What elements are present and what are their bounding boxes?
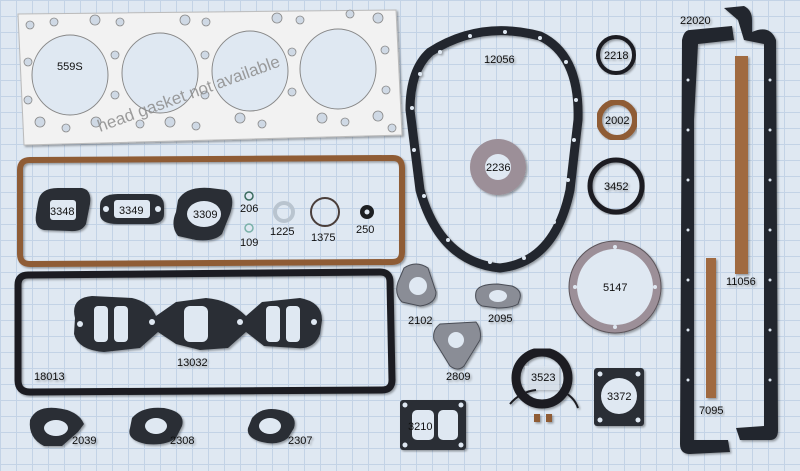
label-3452: 3452 — [604, 181, 628, 193]
seal-2218: 2218 — [596, 35, 636, 75]
label-2039: 2039 — [72, 435, 96, 447]
label-3309: 3309 — [193, 209, 217, 221]
exhaust-manifold-gasket: 13032 — [74, 296, 322, 369]
label-3210: 3210 — [408, 421, 432, 433]
head-gasket-label: 559S — [57, 61, 83, 73]
valve-cover-gasket — [17, 154, 405, 268]
label-2308: 2308 — [170, 435, 194, 447]
gasket-3210: 3210 — [400, 400, 466, 450]
gasket-3348: 3348 — [35, 188, 91, 232]
label-2095: 2095 — [488, 313, 512, 325]
label-109: 109 — [240, 237, 258, 249]
gasket-3372: 3372 — [594, 368, 644, 426]
cork-strip-7095: 7095 — [699, 258, 723, 417]
intake-manifold-gasket: 18013 — [14, 268, 396, 396]
gasket-2307: 2307 — [247, 409, 312, 447]
gasket-1375: 1375 — [310, 197, 340, 244]
gasket-3349: 3349 — [100, 194, 164, 224]
label-7095: 7095 — [699, 405, 723, 417]
label-11056: 11056 — [726, 276, 756, 288]
oil-pan-gasket: 22020 — [680, 6, 778, 454]
gasket-2308: 2308 — [129, 407, 194, 447]
gasket-109: 109 — [240, 223, 258, 249]
seal-2236: 2236 — [470, 139, 526, 195]
gasket-5147: 5147 — [568, 240, 662, 334]
label-2218: 2218 — [604, 50, 628, 62]
gasket-2039: 2039 — [29, 407, 96, 447]
label-206: 206 — [240, 203, 258, 215]
gasket-2095: 2095 — [475, 283, 521, 325]
label-3523: 3523 — [531, 372, 555, 384]
label-250: 250 — [356, 224, 374, 236]
label-2809: 2809 — [446, 371, 470, 383]
rear-seal-3523: 3523 — [509, 347, 579, 422]
label-2236: 2236 — [486, 162, 510, 174]
gasket-2102: 2102 — [396, 263, 437, 327]
label-5147: 5147 — [603, 282, 627, 294]
label-2002: 2002 — [605, 115, 629, 127]
gasket-250: 250 — [356, 205, 374, 236]
gasket-2809: 2809 — [433, 321, 481, 383]
cork-strip-11056: 11056 — [726, 56, 756, 288]
label-1375: 1375 — [311, 232, 335, 244]
label-2307: 2307 — [288, 435, 312, 447]
label-13032: 13032 — [177, 357, 208, 369]
label-18013: 18013 — [34, 371, 65, 383]
gasket-1225: 1225 — [270, 201, 295, 238]
label-3372: 3372 — [607, 391, 631, 403]
label-1225: 1225 — [270, 226, 294, 238]
gasket-3309: 3309 — [173, 187, 233, 241]
seal-2002: 2002 — [596, 99, 638, 141]
timing-cover-gasket: 12056 — [405, 26, 583, 273]
label-3348: 3348 — [50, 206, 74, 218]
label-3349: 3349 — [119, 205, 143, 217]
label-22020: 22020 — [680, 15, 711, 27]
label-2102: 2102 — [408, 315, 432, 327]
head-gasket: 559S head gasket not available — [17, 9, 403, 146]
gasket-206: 206 — [240, 191, 258, 215]
seal-3452: 3452 — [587, 157, 645, 215]
label-12056: 12056 — [484, 54, 515, 66]
